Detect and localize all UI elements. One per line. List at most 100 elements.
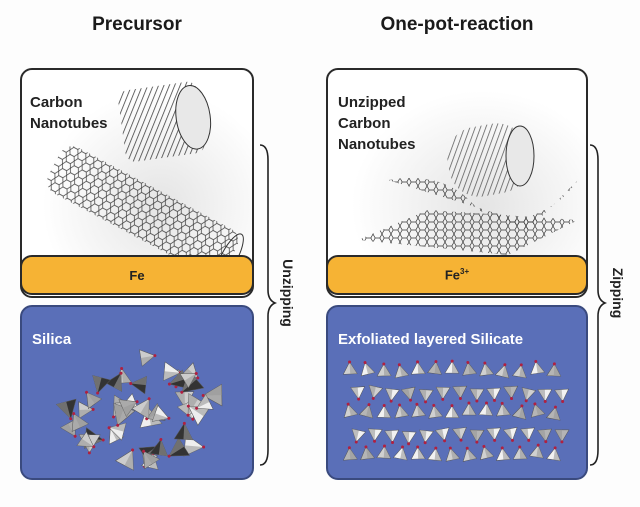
tetrahedron — [435, 386, 451, 401]
tetrahedron — [452, 427, 467, 442]
tetrahedron — [554, 429, 570, 444]
tetrahedron — [494, 363, 510, 379]
tetrahedron — [537, 428, 552, 444]
tetrahedron — [486, 387, 502, 402]
precursor-title: Precursor — [92, 14, 182, 35]
tetrahedron — [183, 433, 206, 457]
tetrahedron — [342, 446, 358, 461]
short-nanotube — [118, 81, 212, 162]
tetrahedron — [444, 404, 460, 418]
tetrahedron — [394, 403, 410, 419]
tetrahedron — [478, 401, 494, 416]
tetrahedron — [384, 429, 400, 445]
tetrahedron — [546, 362, 562, 377]
tetrahedron — [76, 431, 96, 449]
tetrahedron — [410, 445, 426, 460]
tetrahedron — [445, 446, 461, 462]
carbon-nanotubes-label: Carbon Nanotubes — [30, 94, 108, 132]
silica-tetrahedra — [55, 349, 223, 471]
tetrahedron — [115, 448, 135, 471]
tetrahedron — [521, 387, 537, 403]
tetrahedron — [537, 388, 553, 403]
fe-label: Fe — [129, 267, 145, 283]
zipping-label: Zipping — [610, 267, 626, 319]
tetrahedron — [151, 404, 171, 422]
tetrahedron — [546, 446, 561, 462]
tetrahedron — [479, 361, 494, 377]
tetrahedron — [469, 429, 485, 444]
unzipped-nanotubes-label: Unzipped Carbon Nanotubes — [338, 94, 416, 153]
tetrahedron — [486, 427, 502, 442]
tetrahedron — [350, 386, 366, 401]
nanotubes-illustration — [47, 81, 244, 281]
tetrahedron — [179, 371, 198, 389]
tetrahedron — [368, 384, 384, 400]
tetrahedron — [392, 445, 408, 461]
tetrahedron — [149, 438, 169, 457]
tetrahedron — [107, 422, 127, 441]
fe3-bar: Fe3+ — [326, 255, 588, 295]
tetrahedron — [427, 360, 442, 375]
tetrahedron — [394, 363, 410, 379]
tetrahedron — [461, 401, 477, 416]
tetrahedron — [496, 446, 511, 461]
tetrahedron — [427, 446, 442, 462]
tetrahedron — [142, 449, 160, 470]
tetrahedron — [376, 362, 392, 377]
tetrahedron — [452, 385, 468, 400]
tetrahedron — [511, 404, 527, 420]
layered-silicate-tetrahedra — [342, 359, 570, 462]
tetrahedron — [479, 444, 495, 461]
tetrahedron — [131, 397, 151, 420]
unzipping-label: Unzipping — [280, 259, 296, 327]
tetrahedron — [428, 403, 443, 419]
fe3-label: Fe3+ — [444, 267, 470, 283]
tetrahedron — [418, 389, 434, 404]
tetrahedron — [496, 401, 511, 417]
tetrahedron — [469, 388, 485, 403]
tetrahedron — [401, 431, 417, 446]
tetrahedron — [462, 360, 477, 376]
tetrahedron — [167, 437, 190, 458]
tetrahedron — [71, 412, 89, 432]
tetrahedron — [411, 402, 426, 418]
tetrahedron — [503, 385, 519, 401]
tetrahedron — [342, 360, 358, 375]
tetrahedron — [545, 405, 561, 421]
tetrahedron — [385, 388, 400, 403]
tetrahedron — [173, 421, 194, 441]
tetrahedron — [376, 444, 392, 459]
tetrahedron — [85, 390, 103, 410]
tetrahedron — [410, 360, 426, 375]
layered-silicate-label: Exfoliated layered Silicate — [338, 331, 524, 348]
tetrahedron — [444, 359, 460, 374]
layered-silicate-panel: Exfoliated layered Silicate — [326, 305, 588, 480]
tetrahedron — [376, 403, 392, 418]
tetrahedron — [530, 359, 545, 375]
fe-bar: Fe — [20, 255, 254, 295]
tetrahedron — [92, 375, 111, 395]
tetrahedron — [129, 376, 147, 395]
one-pot-title: One-pot-reaction — [380, 14, 534, 35]
tetrahedron — [105, 371, 123, 392]
tetrahedron — [520, 427, 535, 442]
tetrahedron — [60, 418, 77, 438]
zipping-brace — [589, 144, 608, 466]
tetrahedron — [351, 428, 367, 444]
silica-panel: Silica — [20, 305, 254, 480]
unzipped-nanotubes-illustration — [358, 123, 578, 255]
tetrahedron — [419, 429, 434, 445]
tetrahedron — [55, 398, 77, 421]
unzipping-brace — [259, 144, 278, 466]
tetrahedron — [360, 361, 376, 377]
tetrahedron — [512, 363, 527, 379]
tetrahedron — [78, 401, 95, 419]
tetrahedron — [201, 383, 223, 407]
tetrahedron — [502, 427, 518, 442]
tetrahedron — [195, 393, 214, 410]
tetrahedron — [554, 388, 570, 404]
silica-label: Silica — [32, 331, 72, 348]
tetrahedron — [512, 445, 528, 460]
tetrahedron — [400, 386, 416, 402]
